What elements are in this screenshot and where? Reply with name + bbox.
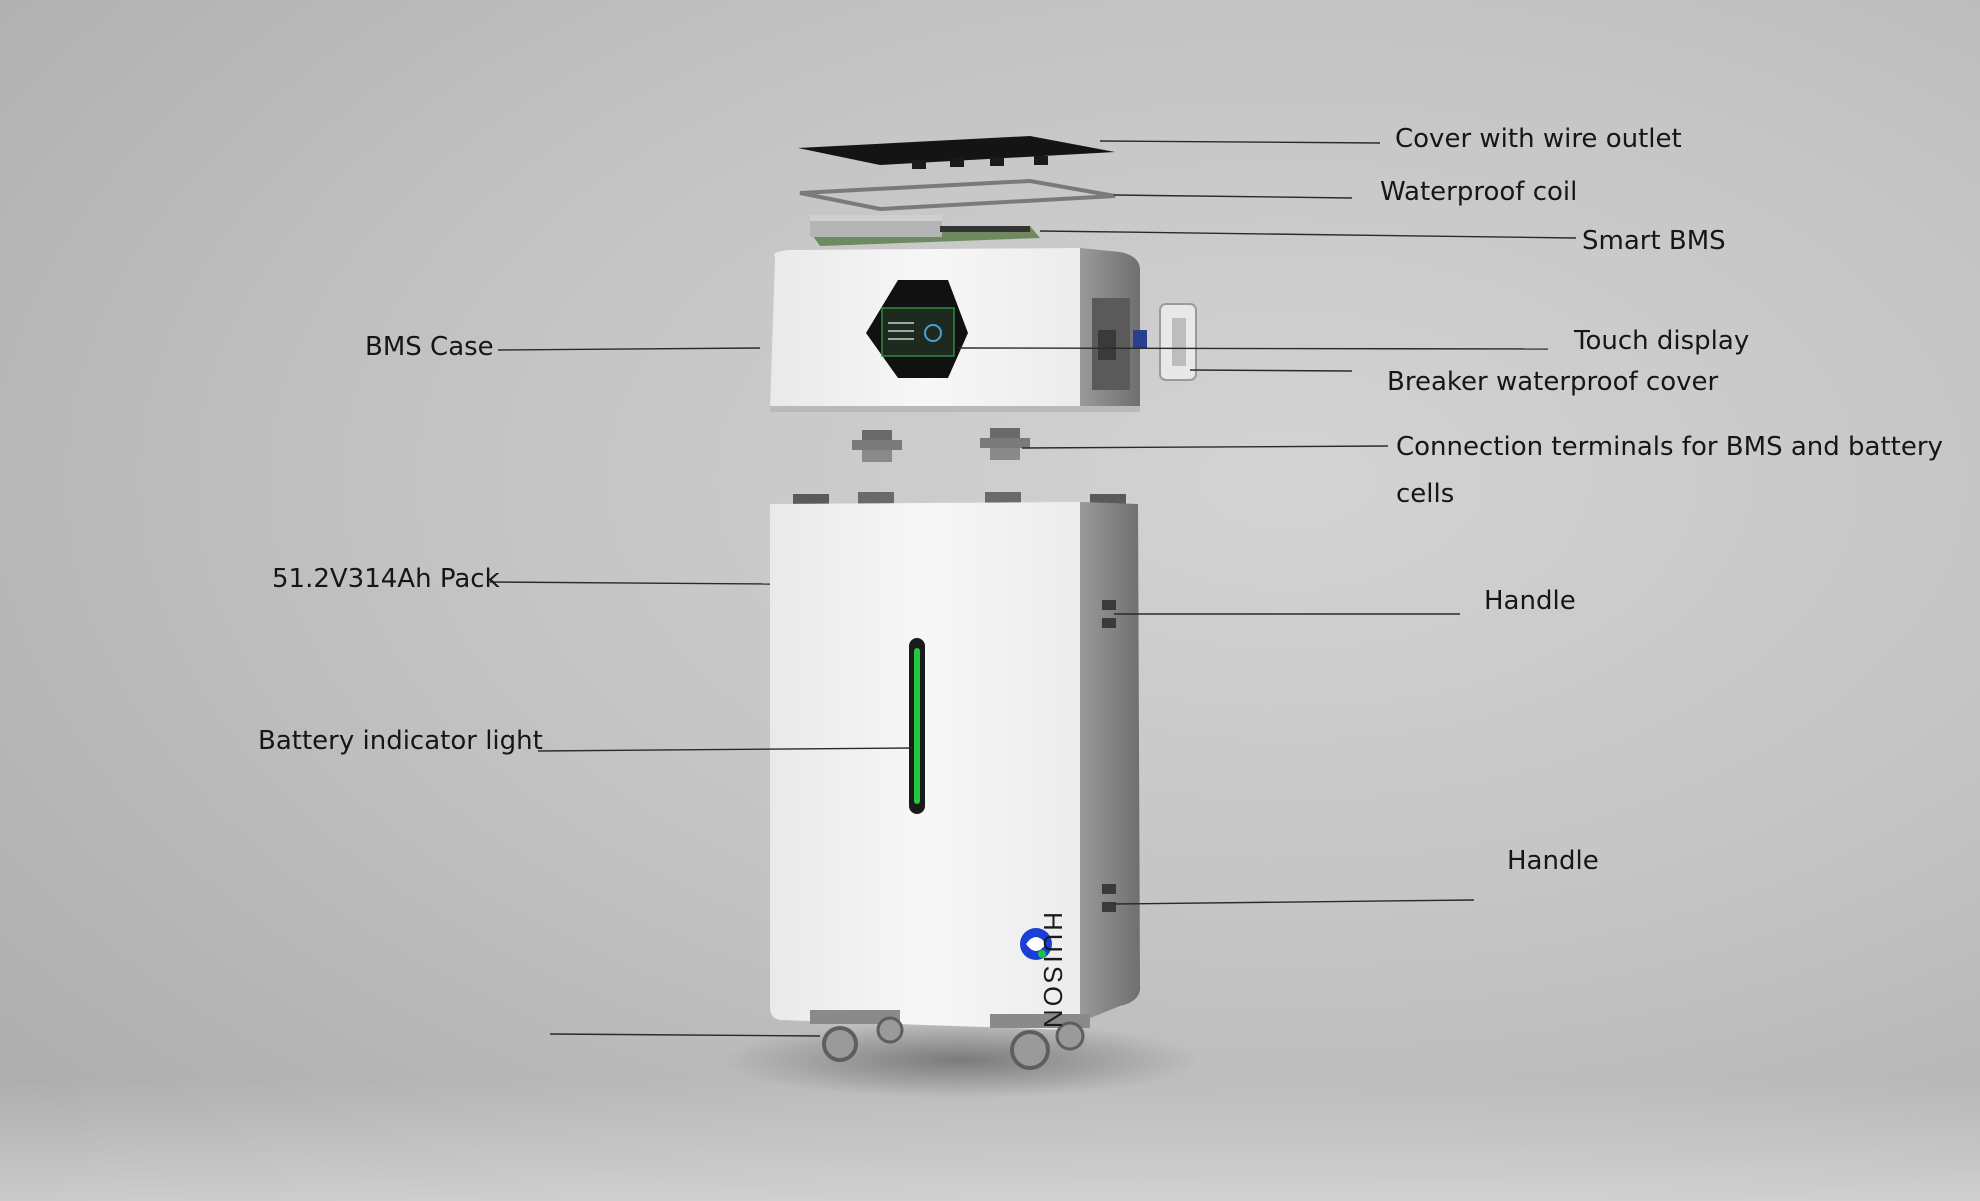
label-waterproof-coil: Waterproof coil — [1380, 177, 1578, 207]
label-smart-bms: Smart BMS — [1582, 226, 1726, 256]
ground-shadow — [720, 1022, 1200, 1098]
label-cover-with-wire-outlet: Cover with wire outlet — [1395, 124, 1682, 154]
waterproof-coil — [799, 178, 1116, 212]
leader-terminals — [1021, 445, 1389, 449]
connection-terminals — [852, 428, 1030, 462]
leader-caster — [549, 1033, 821, 1037]
label-handle-lower: Handle — [1507, 846, 1599, 876]
label-touch-display: Touch display — [1574, 326, 1750, 356]
label-pack: 51.2V314Ah Pack — [272, 564, 500, 594]
breaker-waterproof-cover — [1133, 303, 1197, 381]
huison-logo-text: HUISON — [1038, 912, 1068, 1031]
label-breaker-waterproof-cover: Breaker waterproof cover — [1387, 367, 1719, 397]
leader-handle-lower — [1113, 899, 1475, 905]
leader-cover — [1099, 140, 1381, 144]
touch-display — [866, 280, 968, 378]
huison-logo-mark — [1020, 928, 1052, 960]
cover-with-wire-outlet — [798, 136, 1115, 169]
leader-indicator — [537, 747, 913, 752]
leader-touch-display — [957, 347, 1549, 350]
floor-shadow — [0, 1080, 1980, 1201]
label-connection-terminals: Connection terminals for BMS and battery… — [1396, 432, 1943, 509]
battery-pack — [770, 492, 1140, 1030]
leader-pack — [489, 581, 771, 585]
smart-bms-board — [810, 215, 1040, 246]
casters — [810, 1010, 1090, 1070]
leader-breaker — [1189, 369, 1353, 372]
leader-coil — [1113, 194, 1353, 199]
label-handle-upper: Handle — [1484, 586, 1576, 616]
label-bms-case: BMS Case — [365, 332, 494, 362]
leader-bms-case — [497, 347, 761, 351]
leader-smart-bms — [1039, 230, 1577, 239]
battery-indicator-light — [909, 638, 925, 814]
label-battery-indicator-light: Battery indicator light — [258, 726, 543, 756]
